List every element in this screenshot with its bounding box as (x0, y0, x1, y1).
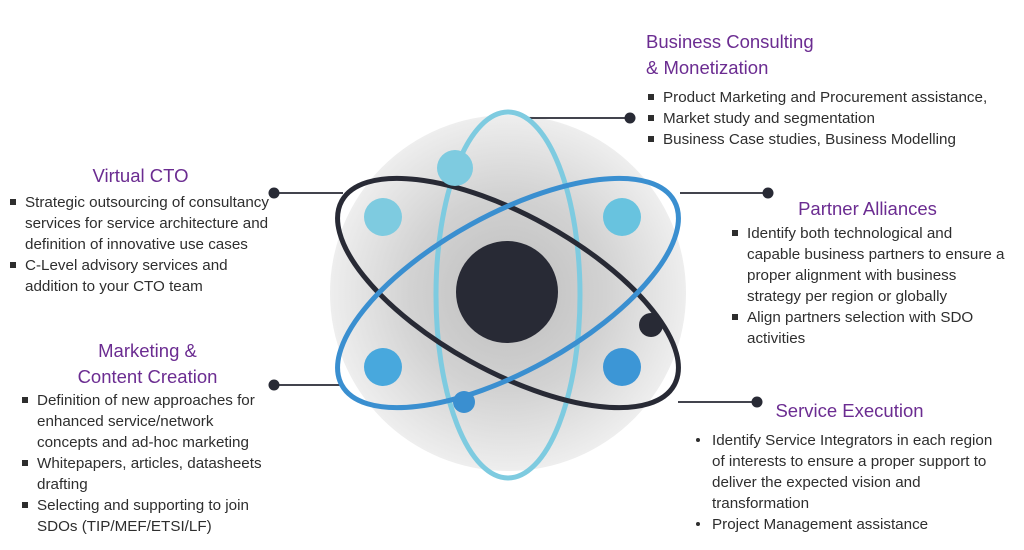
electron-orbit-blue (453, 391, 475, 413)
list-item: Identify both technological and capable … (730, 223, 1005, 307)
electron-upper-left (364, 198, 402, 236)
electron-lower-left (364, 348, 402, 386)
section-business-consulting: Business Consulting & Monetization Produ… (646, 29, 1016, 150)
list-item: Identify Service Integrators in each reg… (692, 430, 1007, 514)
section-partner-alliances: Partner Alliances Identify both technolo… (730, 196, 1005, 349)
list-item: Product Marketing and Procurement assist… (646, 87, 1016, 108)
list-item: Whitepapers, articles, datasheets drafti… (20, 453, 275, 495)
section-title: Business Consulting & Monetization (646, 31, 814, 78)
section-virtual-cto: Virtual CTO Strategic outsourcing of con… (8, 163, 273, 297)
orbit-vertical (433, 109, 583, 481)
section-title: Marketing & Content Creation (77, 340, 218, 387)
electron-lower-right (603, 348, 641, 386)
bullet-list: Identify both technological and capable … (730, 223, 1005, 349)
bullet-list: Definition of new approaches for enhance… (20, 390, 275, 537)
list-item: Definition of new approaches for enhance… (20, 390, 275, 453)
section-title: Partner Alliances (798, 198, 937, 219)
electron-upper-right (603, 198, 641, 236)
list-item: Business Case studies, Business Modellin… (646, 129, 1016, 150)
connector-dot-service (751, 396, 763, 408)
list-item: C-Level advisory services and addition t… (8, 255, 273, 297)
connector-dot-virtual-cto (268, 187, 280, 199)
list-item: Selecting and supporting to join SDOs (T… (20, 495, 275, 537)
section-service-execution: Service Execution Identify Service Integ… (692, 398, 1007, 535)
section-marketing: Marketing & Content Creation Definition … (20, 338, 275, 537)
list-item: Market study and segmentation (646, 108, 1016, 129)
section-title: Virtual CTO (92, 165, 189, 186)
list-item: Strategic outsourcing of consultancy ser… (8, 192, 273, 255)
electron-orbit-light (437, 150, 473, 186)
connector-dot-business (624, 112, 636, 124)
bullet-list: Product Marketing and Procurement assist… (646, 87, 1016, 150)
orbit-blue (335, 175, 681, 411)
list-item: Align partners selection with SDO activi… (730, 307, 1005, 349)
nucleus (456, 241, 558, 343)
electron-orbit-dark (639, 313, 663, 337)
orbit-dark (335, 175, 681, 411)
list-item: Project Management assistance (692, 514, 1007, 535)
section-title: Service Execution (775, 400, 924, 421)
bullet-list: Identify Service Integrators in each reg… (692, 430, 1007, 535)
connector-dot-partner (762, 187, 774, 199)
connector-dot-marketing (268, 379, 280, 391)
bullet-list: Strategic outsourcing of consultancy ser… (8, 192, 273, 297)
